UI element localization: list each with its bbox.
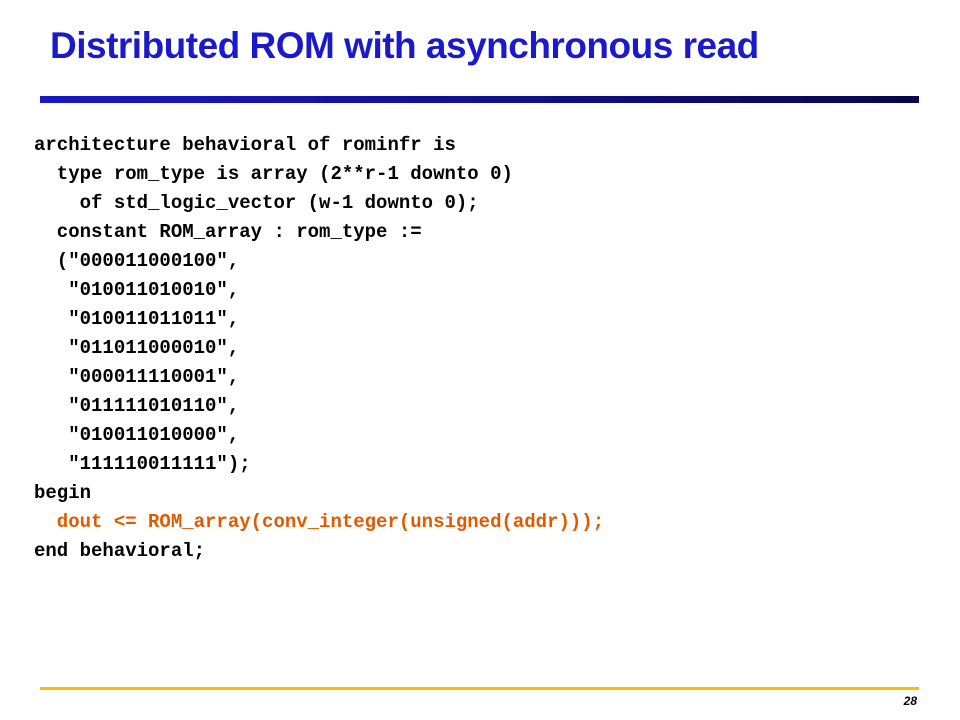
code-line-end: end behavioral; xyxy=(34,540,206,562)
code-line-rom-entry: "010011010000", xyxy=(34,424,240,446)
page-number: 28 xyxy=(903,694,917,708)
code-line-rom-entry: ("000011000100", xyxy=(34,250,240,272)
code-line-type-of: of std_logic_vector (w-1 downto 0); xyxy=(34,192,479,214)
title-underline xyxy=(40,96,919,103)
code-line-begin: begin xyxy=(34,482,92,504)
code-line-rom-entry: "010011010010", xyxy=(34,279,240,301)
slide-title: Distributed ROM with asynchronous read xyxy=(50,25,759,66)
code-line-rom-entry: "010011011011", xyxy=(34,308,240,330)
code-block: architecture behavioral of rominfr is ty… xyxy=(34,131,604,566)
code-line-rom-entry: "000011110001", xyxy=(34,366,240,388)
code-line-constant: constant ROM_array : rom_type := xyxy=(34,221,422,243)
code-line-rom-entry: "011111010110", xyxy=(34,395,240,417)
footer-rule xyxy=(40,687,919,690)
code-line-type-decl: type rom_type is array (2**r-1 downto 0) xyxy=(34,163,513,185)
code-line-architecture: architecture behavioral of rominfr is xyxy=(34,134,456,156)
code-line-dout-assign: dout <= ROM_array(conv_integer(unsigned(… xyxy=(34,511,605,533)
code-line-rom-entry: "111110011111"); xyxy=(34,453,251,475)
code-line-rom-entry: "011011000010", xyxy=(34,337,240,359)
